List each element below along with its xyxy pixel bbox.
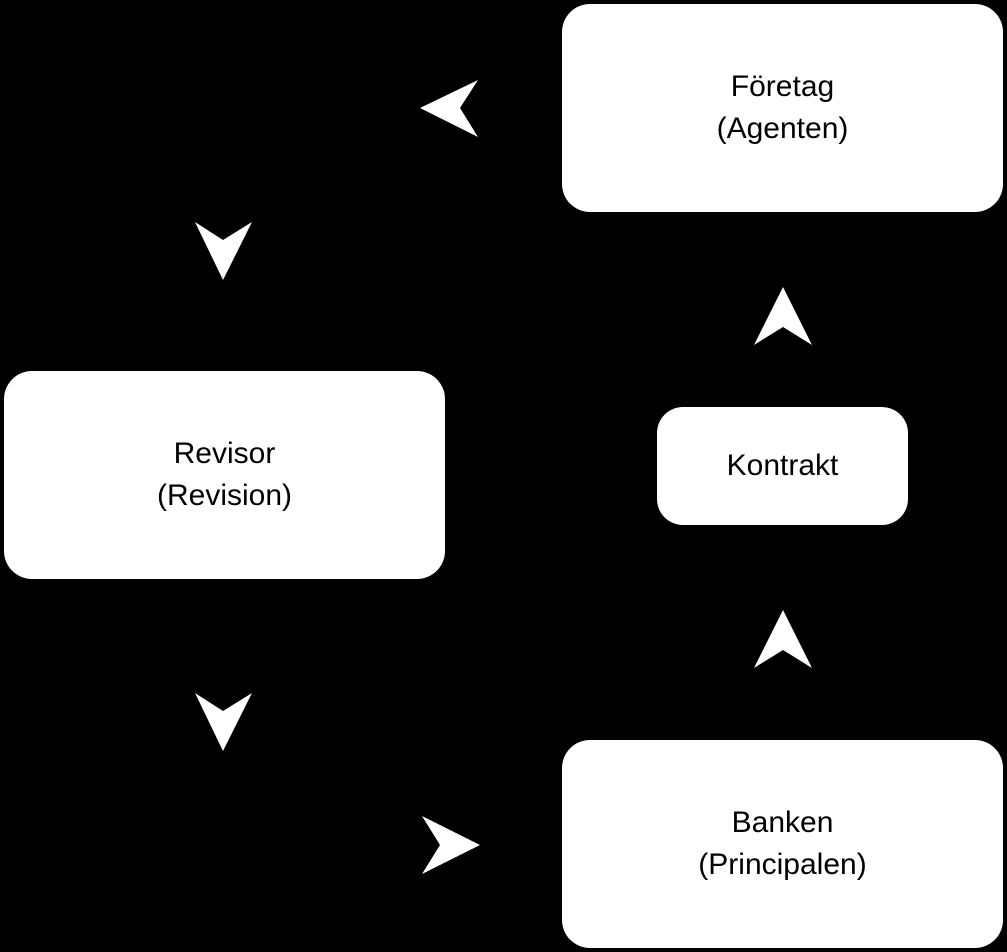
arrowhead-right-icon — [422, 816, 480, 874]
arrowhead-down-icon — [195, 693, 252, 751]
node-foretag: Företag (Agenten) — [562, 4, 1003, 212]
node-banken: Banken (Principalen) — [562, 740, 1003, 948]
node-kontrakt-title: Kontrakt — [726, 449, 839, 482]
node-foretag-title: Företag — [730, 70, 835, 103]
arrowhead-left-icon — [420, 80, 478, 137]
node-revisor-title: Revisor — [173, 437, 276, 470]
node-kontrakt: Kontrakt — [657, 407, 908, 525]
arrowhead-down-icon — [195, 222, 252, 280]
arrowhead-up-icon — [754, 610, 812, 668]
node-foretag-subtitle: (Agenten) — [716, 112, 849, 145]
node-revisor-subtitle: (Revision) — [156, 479, 293, 512]
node-banken-subtitle: (Principalen) — [698, 848, 867, 881]
arrowhead-up-icon — [754, 287, 812, 345]
node-revisor: Revisor (Revision) — [4, 371, 445, 579]
node-banken-title: Banken — [731, 806, 834, 839]
